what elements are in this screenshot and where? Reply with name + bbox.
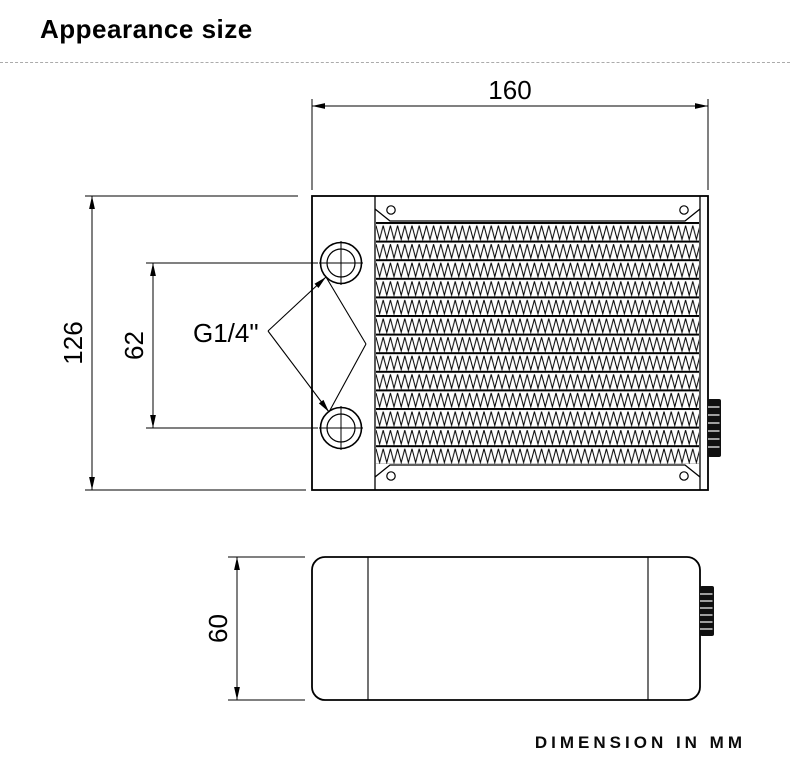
fin-core bbox=[376, 222, 699, 464]
dimension-depth bbox=[228, 556, 305, 701]
side-body-outline bbox=[311, 556, 701, 701]
leader-line bbox=[325, 276, 367, 345]
screw-hole bbox=[386, 205, 396, 215]
radiator-side-view bbox=[311, 556, 714, 701]
screw-hole bbox=[679, 205, 689, 215]
thread-callout bbox=[267, 276, 367, 413]
dim-width-label: 160 bbox=[488, 75, 531, 105]
dimension-port-spacing bbox=[146, 262, 318, 429]
port-top bbox=[319, 241, 363, 285]
fill-plug-body bbox=[700, 586, 714, 636]
screw-hole bbox=[679, 471, 689, 481]
radiator-front-view bbox=[311, 195, 721, 491]
drain-plug bbox=[708, 399, 721, 457]
leader-line bbox=[267, 330, 330, 413]
dim-port-spacing-label: 62 bbox=[119, 331, 149, 360]
leader-line bbox=[328, 343, 367, 413]
separator-line bbox=[0, 62, 790, 63]
thread-label: G1/4" bbox=[193, 318, 259, 348]
drain-plug-body bbox=[708, 399, 721, 457]
dimension-height bbox=[85, 195, 306, 491]
port-bottom bbox=[319, 406, 363, 450]
mounting-bracket-top bbox=[374, 208, 701, 222]
leader-line bbox=[267, 276, 327, 332]
page-title: Appearance size bbox=[40, 14, 253, 44]
dim-height-label: 126 bbox=[58, 321, 88, 364]
mounting-bracket-bottom bbox=[374, 464, 701, 478]
dim-depth-label: 60 bbox=[203, 614, 233, 643]
units-note: DIMENSION IN MM bbox=[534, 733, 746, 752]
dimension-width bbox=[311, 99, 709, 190]
screw-hole bbox=[386, 471, 396, 481]
fill-plug bbox=[700, 586, 714, 636]
